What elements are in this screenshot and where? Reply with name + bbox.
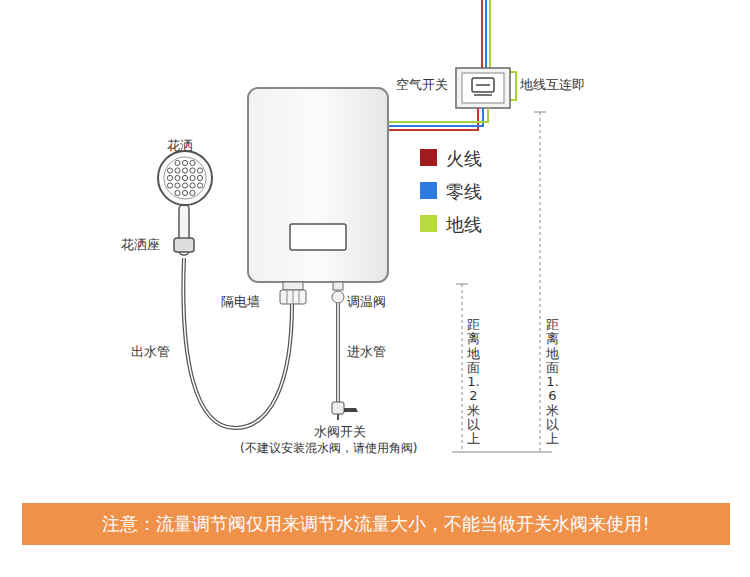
spray-hole xyxy=(175,160,180,165)
spray-hole xyxy=(167,168,172,173)
note-banner: 注意：流量调节阀仅用来调节水流量大小，不能当做开关水阀来使用! xyxy=(22,503,730,545)
dimension-label: 距离地面1.6米以上 xyxy=(546,318,559,447)
spray-hole xyxy=(167,175,172,180)
spray-hole xyxy=(197,183,202,188)
legend-swatch xyxy=(420,182,437,199)
spray-hole xyxy=(175,190,180,195)
part-label: 隔电墙 xyxy=(221,293,260,311)
dimension-label: 距离地面1.2米以上 xyxy=(467,318,480,447)
spray-hole xyxy=(175,183,180,188)
legend-text: 地线 xyxy=(446,213,482,237)
legend-text: 零线 xyxy=(446,180,482,204)
spray-hole xyxy=(182,160,187,165)
legend-text: 火线 xyxy=(446,147,482,171)
legend-swatch xyxy=(420,149,437,166)
spray-hole xyxy=(190,175,195,180)
spray-hole xyxy=(190,190,195,195)
part-label: (不建议安装混水阀，请使用角阀) xyxy=(240,440,417,457)
spray-hole xyxy=(175,168,180,173)
spray-hole xyxy=(197,175,202,180)
spray-hole xyxy=(175,175,180,180)
spray-hole xyxy=(190,183,195,188)
part-label: 空气开关 xyxy=(396,76,448,94)
part-label: 地线互连即 xyxy=(520,76,585,94)
part-label: 花洒座 xyxy=(121,236,160,254)
legend-swatch xyxy=(420,215,437,232)
spray-hole xyxy=(182,183,187,188)
spray-hole xyxy=(167,183,172,188)
spray-hole xyxy=(190,160,195,165)
part-label: 进水管 xyxy=(347,343,386,361)
part-label: 水阀开关 xyxy=(314,423,366,441)
spray-hole xyxy=(197,168,202,173)
spray-hole xyxy=(182,168,187,173)
part-label: 花洒 xyxy=(167,137,193,155)
part-label: 出水管 xyxy=(131,343,170,361)
note-text: 注意：流量调节阀仅用来调节水流量大小，不能当做开关水阀来使用! xyxy=(102,512,649,536)
spray-hole xyxy=(182,175,187,180)
spray-hole xyxy=(190,168,195,173)
part-label: 调温阀 xyxy=(347,293,386,311)
spray-hole xyxy=(182,190,187,195)
